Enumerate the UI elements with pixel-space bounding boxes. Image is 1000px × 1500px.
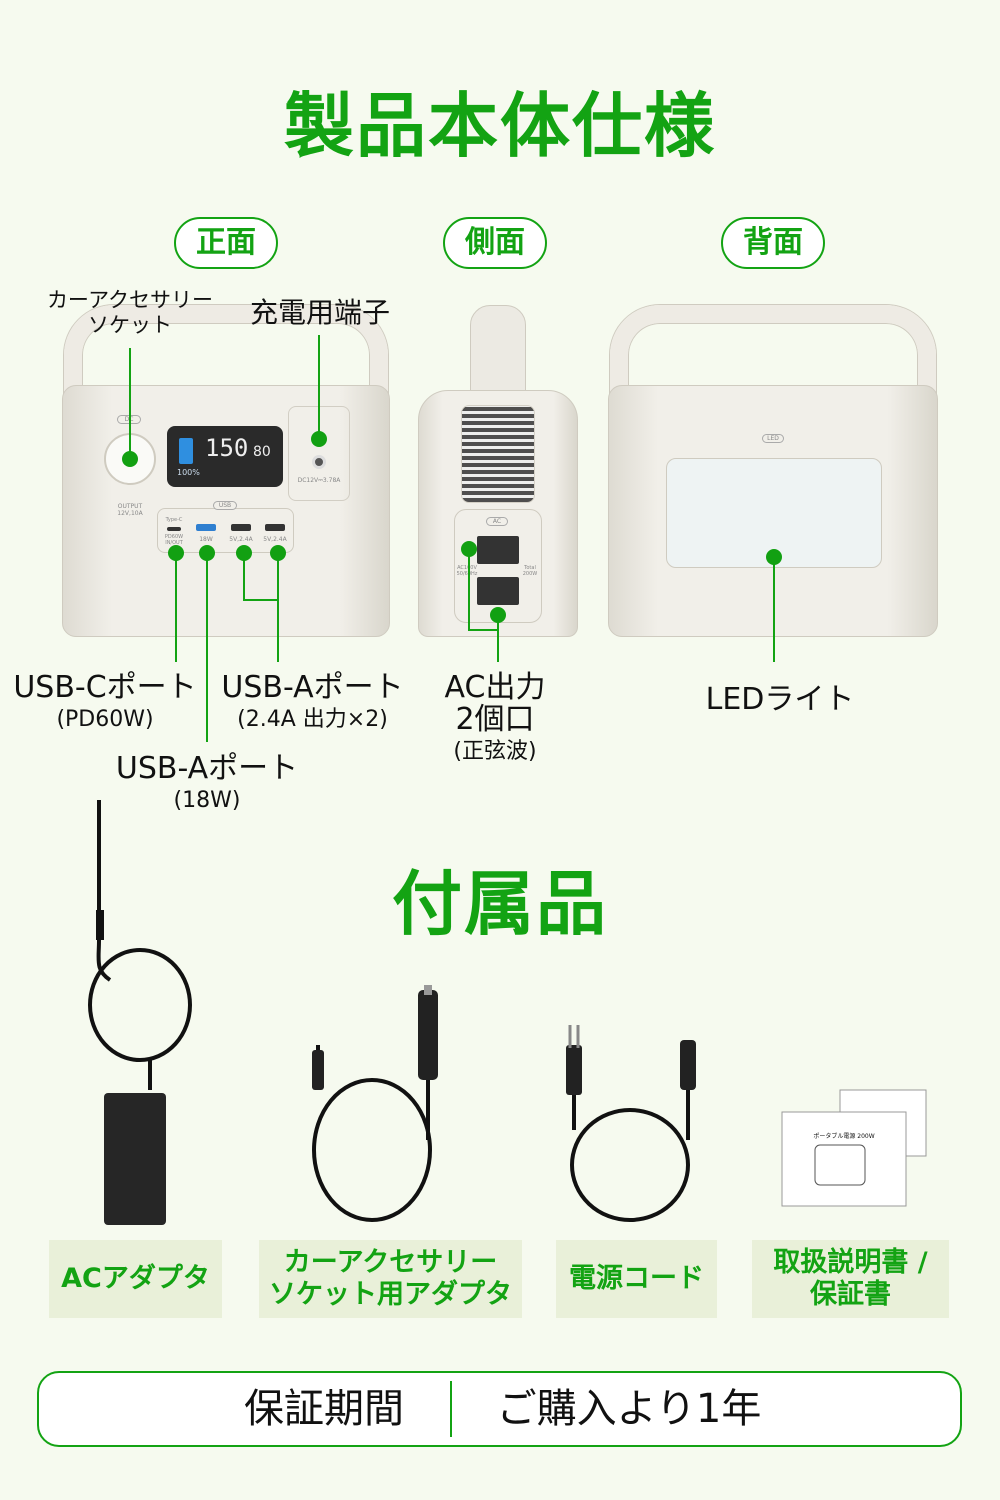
warranty-divider (450, 1381, 452, 1437)
ac-outlet-2 (477, 577, 519, 605)
w18-print: 18W (199, 536, 213, 543)
warranty-value: ご購入より1年 (496, 1386, 762, 1432)
output-spec: 12V,10A (117, 510, 143, 517)
lcd-right-value: 80 (253, 444, 271, 460)
dot-led (766, 549, 782, 565)
car-adapter-image (312, 1045, 432, 1222)
accessory-car-adapter: カーアクセサリー ソケット用アダプタ (259, 1240, 522, 1318)
accessory-ac-adapter: ACアダプタ (49, 1240, 222, 1318)
pd-print: PD60W IN/OUT (164, 534, 184, 546)
lcd-main-value: 150 (205, 434, 249, 462)
accessories-title: 付属品 (392, 863, 608, 945)
usb-a-18-detail: (18W) (173, 788, 241, 813)
accessory-images (88, 800, 927, 1225)
usb-c-name: USB-Cポート (13, 670, 197, 705)
ac-print: AC (486, 517, 508, 526)
ac-line1: AC出力 (444, 670, 546, 705)
led-print: LED (762, 434, 784, 443)
usb-a-24-detail: (2.4A 出力×2) (237, 707, 388, 732)
label-car-socket: カーアクセサリー ソケット (40, 288, 220, 338)
ac-outlet-1 (477, 536, 519, 564)
label-car-socket-line1: カーアクセサリー (46, 288, 214, 312)
typec-print: Type-C (165, 517, 183, 523)
label-usb-a-24: USB-Aポート (2.4A 出力×2) (215, 672, 410, 736)
dc-in-port (312, 455, 326, 469)
dot-usb-a-2 (270, 545, 286, 561)
label-car-socket-line2: ソケット (88, 313, 172, 337)
warranty-box: 保証期間 ご購入より1年 (37, 1371, 962, 1447)
dot-ac-2 (490, 607, 506, 623)
dc-in-print: DC12V⎓3.78A (297, 477, 341, 484)
label-usb-a-18: USB-Aポート (18W) (112, 753, 302, 817)
vent-grille (461, 405, 535, 503)
battery-icon (179, 438, 193, 464)
power-cord-image (570, 1090, 690, 1222)
label-ac-output: AC出力 2個口 (正弦波) (420, 672, 570, 768)
accessory-manual: 取扱説明書 / 保証書 (752, 1240, 949, 1318)
ac-line2: 2個口 (455, 702, 535, 737)
lcd-display: 150 80 100% (167, 426, 283, 487)
label-usb-c: USB-Cポート (PD60W) (10, 672, 200, 736)
manual-image (781, 1089, 927, 1207)
usb-a-24-name: USB-Aポート (221, 670, 404, 705)
lcd-percent: 100% (177, 468, 200, 477)
usb-a-18w-port (196, 524, 216, 531)
output-text: OUTPUT (117, 503, 143, 510)
usb-print: USB (213, 501, 237, 510)
warranty-label: 保証期間 (244, 1386, 404, 1432)
usb-c-port (167, 527, 181, 531)
usb-a-port-2 (265, 524, 285, 531)
ac-detail: (正弦波) (453, 739, 537, 764)
view-label-front: 正面 (174, 217, 278, 269)
usb-a-18-name: USB-Aポート (115, 751, 299, 786)
label-led: LEDライト (705, 682, 855, 717)
view-label-side: 側面 (443, 217, 547, 269)
total-print: Total 200W (522, 565, 538, 577)
dot-usb-a-1 (236, 545, 252, 561)
dot-usb-c (168, 545, 184, 561)
manual-title: ポータブル電源 200W (813, 1133, 875, 1140)
ac-spec-print: AC100V 50/60Hz (456, 565, 478, 577)
dot-ac-1 (461, 541, 477, 557)
a2-print: 5V,2.4A (263, 536, 287, 543)
usb-a-port-1 (231, 524, 251, 531)
accessory-power-cord: 電源コード (556, 1240, 717, 1318)
ac-adapter-image (88, 800, 192, 1090)
callout-lines (122, 335, 782, 742)
dot-usb-a-18 (199, 545, 215, 561)
page-title: 製品本体仕様 (284, 85, 716, 167)
dot-charge-port (311, 431, 327, 447)
a1-print: 5V,2.4A (229, 536, 253, 543)
label-charge-port: 充電用端子 (249, 296, 390, 329)
view-label-back: 背面 (721, 217, 825, 269)
usb-c-detail: (PD60W) (56, 707, 154, 732)
dot-car-socket (122, 451, 138, 467)
